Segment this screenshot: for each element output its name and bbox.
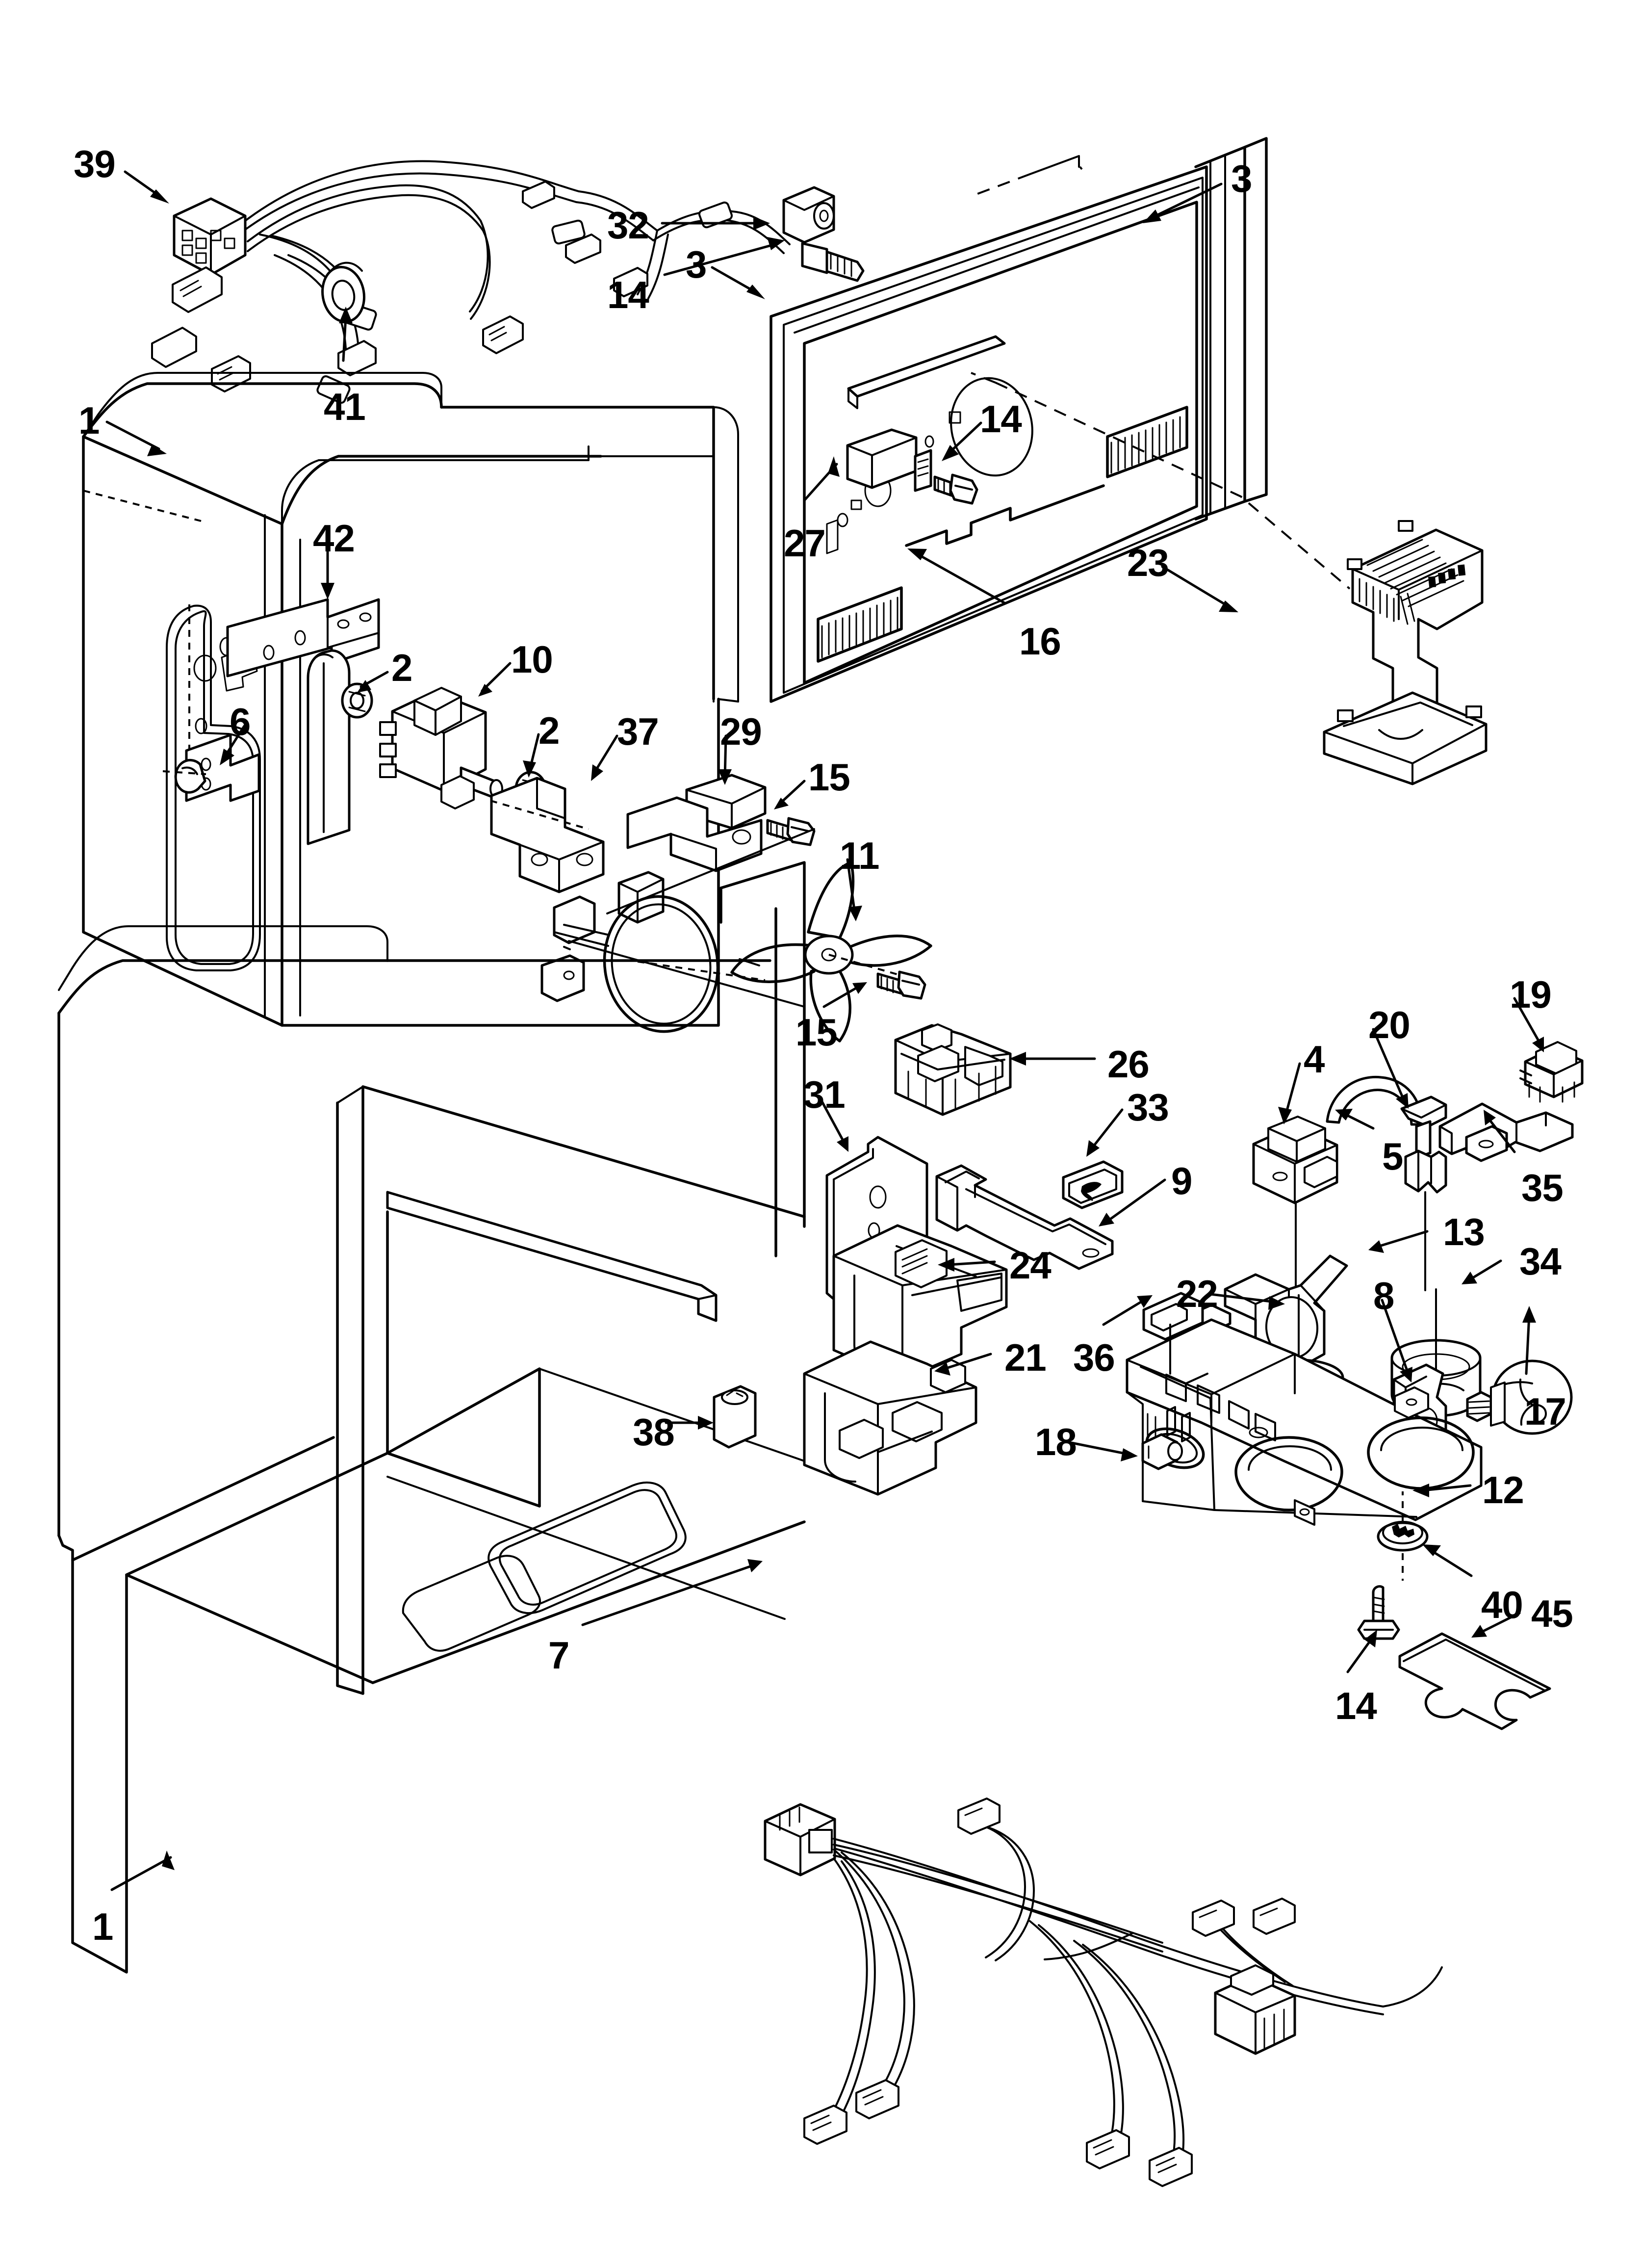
- light-shield-lower-art: [803, 1340, 977, 1496]
- callout-13-light-socket-housing: 13: [1443, 1210, 1485, 1253]
- callout-6-plug-button: 6: [230, 700, 251, 743]
- callout-29-fan-mount-bracket: 29: [720, 710, 762, 753]
- support-arm-bracket-art: [935, 1164, 1114, 1270]
- wiring-cover-tab-art: [1142, 1292, 1204, 1375]
- callout-14-screw: 14: [980, 397, 1022, 441]
- clip-retainer-art: [1062, 1160, 1124, 1209]
- callout-1-liner-upper-cabinet: 1: [78, 399, 100, 442]
- callout-26-light-switch-assembly: 26: [1107, 1043, 1150, 1086]
- terminal-block-art: [1519, 1041, 1584, 1103]
- callout-39-wire-harness-upper: 39: [74, 142, 116, 185]
- screw-art-32: [801, 242, 865, 282]
- harness-terminals: [151, 181, 648, 392]
- callout-16-air-duct-opening: 16: [1019, 620, 1061, 663]
- light-bulb-small-art: [1141, 1433, 1183, 1470]
- callout-5-clip-c-shaped: 5: [1382, 1135, 1403, 1178]
- callout-15-screw-hex: 15: [795, 1011, 838, 1054]
- callout-15-screw-hex: 15: [808, 756, 850, 799]
- callout-11-evaporator-fan-blade: 11: [840, 834, 879, 877]
- callout-17-light-bulb: 17: [1524, 1390, 1566, 1433]
- callout-22-light-socket-ring: 22: [1176, 1272, 1218, 1315]
- callout-33-clip-retainer: 33: [1127, 1086, 1169, 1129]
- damper-control-group-art: [307, 649, 816, 1033]
- fan-mount-bracket-art: [553, 774, 767, 944]
- callout-32-spacer-bushing: 32: [607, 204, 649, 247]
- screw-art-panel: [933, 473, 978, 505]
- callout-8-light-lens-retainer: 8: [1373, 1274, 1394, 1317]
- light-housing-base-art: [1126, 1292, 1483, 1526]
- callout-12-light-housing-base: 12: [1482, 1468, 1524, 1512]
- callout-21-light-shield-lower: 21: [1004, 1336, 1047, 1379]
- callout-45-cover-panel-notched: 45: [1531, 1592, 1573, 1635]
- push-nut-art: [1377, 1521, 1429, 1552]
- callout-7-main-wire-harness: 7: [548, 1634, 569, 1677]
- harness-connectors-bottom: [803, 1798, 1296, 2187]
- fan-shroud-ring: [553, 895, 719, 1033]
- evaporator-fan-blade-art: [730, 861, 932, 1043]
- light-bracket-arm-art: [1438, 1102, 1574, 1162]
- callout-9-support-arm-bracket: 9: [1171, 1159, 1192, 1202]
- callout-23-air-tower-duct: 23: [1127, 541, 1169, 584]
- liner-upper-cabinet-art: [82, 372, 739, 1027]
- callout-14-screw: 14: [607, 273, 649, 316]
- callout-14-screw: 14: [1335, 1684, 1377, 1727]
- vent-louvers-right: [1106, 406, 1188, 478]
- callout-24-light-shield-upper: 24: [1009, 1244, 1052, 1287]
- callout-20-retainer-spring-clip: 20: [1368, 1003, 1411, 1046]
- screw-hex-art-b: [876, 970, 926, 1000]
- main-wire-harness-art: [764, 1798, 1443, 2187]
- spacer-bushing-art: [782, 186, 835, 244]
- callout-27-wire-retainer-clip: 27: [784, 521, 826, 565]
- air-tower-duct-art: [1323, 520, 1488, 785]
- callout-1-liner-lower-cabinet: 1: [92, 1905, 113, 1948]
- callout-2-grommet-small: 2: [391, 646, 412, 689]
- callout-42-mounting-bracket: 42: [313, 517, 355, 560]
- grommet-small-art-a: [341, 682, 373, 719]
- callout-18-light-bulb-small: 18: [1035, 1420, 1077, 1463]
- callout-36-wiring-cover-tab: 36: [1073, 1336, 1115, 1379]
- callout-34-light-socket-ring: 34: [1519, 1240, 1562, 1283]
- callout-10-damper-control-motor: 10: [511, 638, 553, 681]
- callout-31-mounting-plate: 31: [803, 1073, 846, 1116]
- callout-40-push-nut: 40: [1481, 1583, 1523, 1626]
- wire-harness-upper-art: [151, 160, 791, 404]
- retainer-spring-clip-art: [1400, 1095, 1447, 1291]
- callout-41-light-socket-grommet: 41: [324, 385, 366, 428]
- callout-38-plug-button-small: 38: [633, 1410, 675, 1454]
- callout-3-liner-gasket-left: 3: [686, 243, 707, 286]
- leader-lines: [105, 170, 1544, 1891]
- damper-control-motor-art: [379, 687, 503, 809]
- rear-panel-group-art: [770, 137, 1351, 703]
- wire-retainer-clip-art: [846, 428, 932, 492]
- plug-button-small-art: [713, 1385, 757, 1449]
- callout-2-grommet-small: 2: [539, 709, 560, 752]
- light-bulb-art: [1466, 1359, 1573, 1435]
- callout-3-liner-gasket-right: 3: [1231, 157, 1252, 200]
- vent-louvers-left: [817, 586, 903, 663]
- callout-35-light-bracket-arm: 35: [1521, 1166, 1564, 1209]
- callout-19-terminal-block: 19: [1510, 973, 1552, 1016]
- callout-37-damper-bracket: 37: [617, 710, 659, 753]
- light-switch-assembly-art: [894, 1023, 1012, 1116]
- thermostat-control-art: [1252, 1116, 1338, 1296]
- callout-4-thermostat-control: 4: [1304, 1038, 1325, 1081]
- plug-button-art: [174, 759, 206, 794]
- liner-lower-cabinet-art: [57, 925, 806, 1974]
- screw-art-bottom: [1357, 1585, 1400, 1640]
- damper-bracket-art: [490, 777, 605, 893]
- cover-panel-notched-art: [1398, 1632, 1551, 1730]
